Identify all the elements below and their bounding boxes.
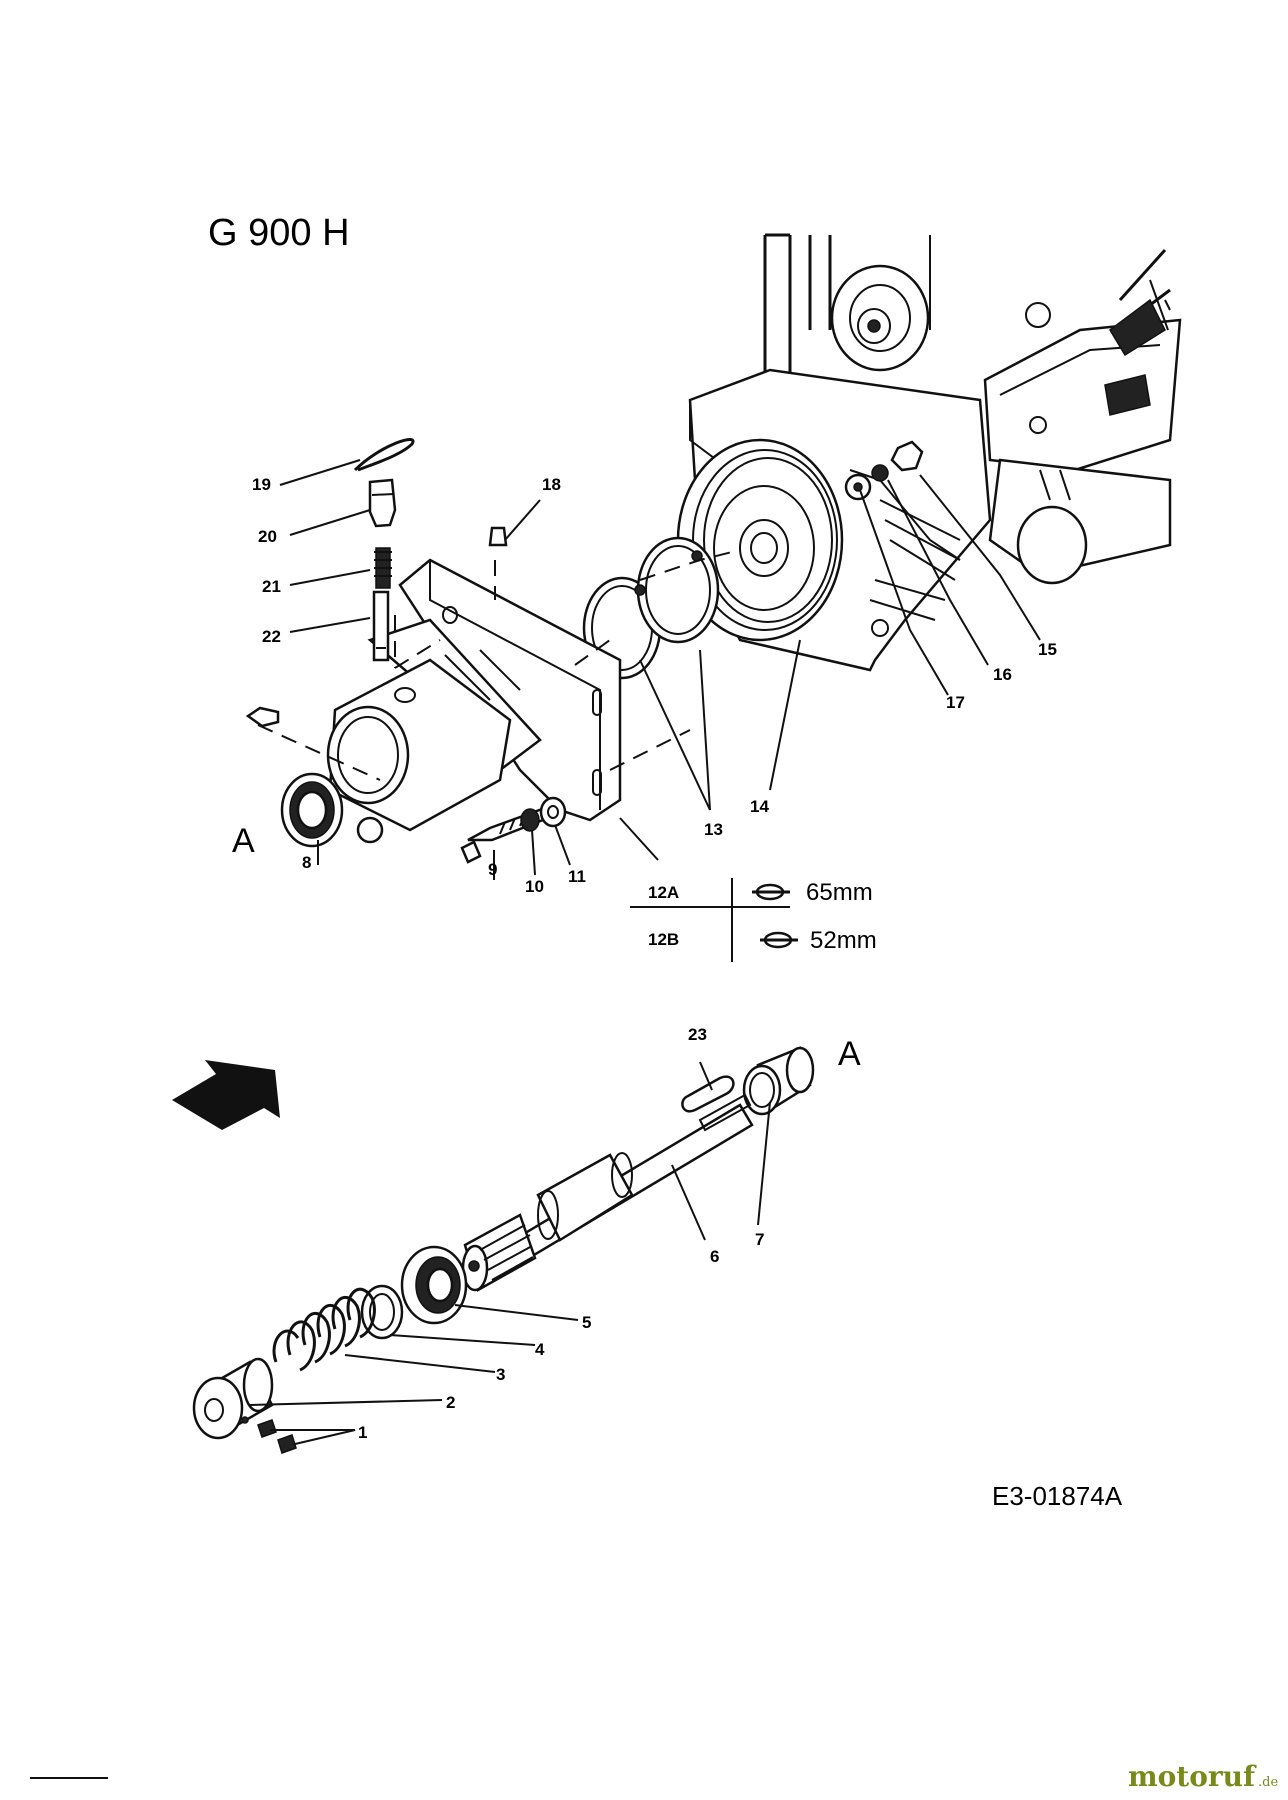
idler-pulley	[830, 264, 930, 372]
direction-arrow-icon	[172, 1060, 280, 1130]
callout-15: 15	[1038, 640, 1057, 659]
watermark-logo: motoruf	[1128, 1760, 1257, 1793]
hair-clip	[353, 438, 415, 472]
spec-part-12b: 12B	[648, 930, 679, 949]
retaining-ring	[636, 536, 720, 644]
model-title: G 900 H	[208, 212, 350, 254]
callout-10: 10	[525, 877, 544, 896]
callout-1: 1	[358, 1423, 367, 1442]
set-screw	[257, 1419, 277, 1438]
drive-shaft	[461, 1093, 754, 1292]
callout-7: 7	[755, 1230, 764, 1249]
grease-nipple	[488, 526, 508, 547]
spec-size-12b: 52mm	[810, 927, 877, 954]
callout-9: 9	[488, 860, 497, 879]
callout-19: 19	[252, 475, 271, 494]
key-clip	[245, 706, 280, 728]
callout-11: 11	[568, 867, 586, 886]
pin	[372, 590, 390, 662]
callout-22: 22	[262, 627, 281, 646]
callout-8: 8	[302, 853, 311, 872]
watermark-tld: .de	[1258, 1775, 1278, 1790]
callout-14: 14	[750, 797, 769, 816]
set-screw	[277, 1434, 297, 1454]
callout-2: 2	[446, 1393, 455, 1412]
callout-5: 5	[582, 1313, 591, 1332]
callout-16: 16	[993, 665, 1012, 684]
compression-spring	[272, 1287, 376, 1372]
shaft-collar	[192, 1357, 274, 1440]
callout-23: 23	[688, 1025, 707, 1044]
spec-size-12a: 65mm	[806, 879, 873, 906]
callout-18: 18	[542, 475, 561, 494]
callout-17: 17	[946, 693, 965, 712]
axle-tube-end	[1016, 505, 1088, 585]
callout-6: 6	[710, 1247, 719, 1266]
grease-fitting	[368, 478, 397, 528]
spec-table: 12A 12B 65mm 52mm	[630, 878, 877, 962]
bushing	[742, 1046, 815, 1116]
view-label-upper: A	[232, 822, 255, 860]
gear-housing	[326, 558, 622, 844]
callout-3: 3	[496, 1365, 505, 1384]
woodruff-key	[681, 1075, 735, 1113]
view-label-lower: A	[838, 1035, 861, 1073]
bolt-and-washers	[460, 796, 567, 864]
callout-13: 13	[704, 820, 723, 839]
callout-21: 21	[262, 577, 281, 596]
drawing-number: E3-01874A	[992, 1481, 1123, 1511]
callout-20: 20	[258, 527, 277, 546]
callout-4: 4	[535, 1340, 545, 1359]
spec-part-12a: 12A	[648, 883, 679, 902]
